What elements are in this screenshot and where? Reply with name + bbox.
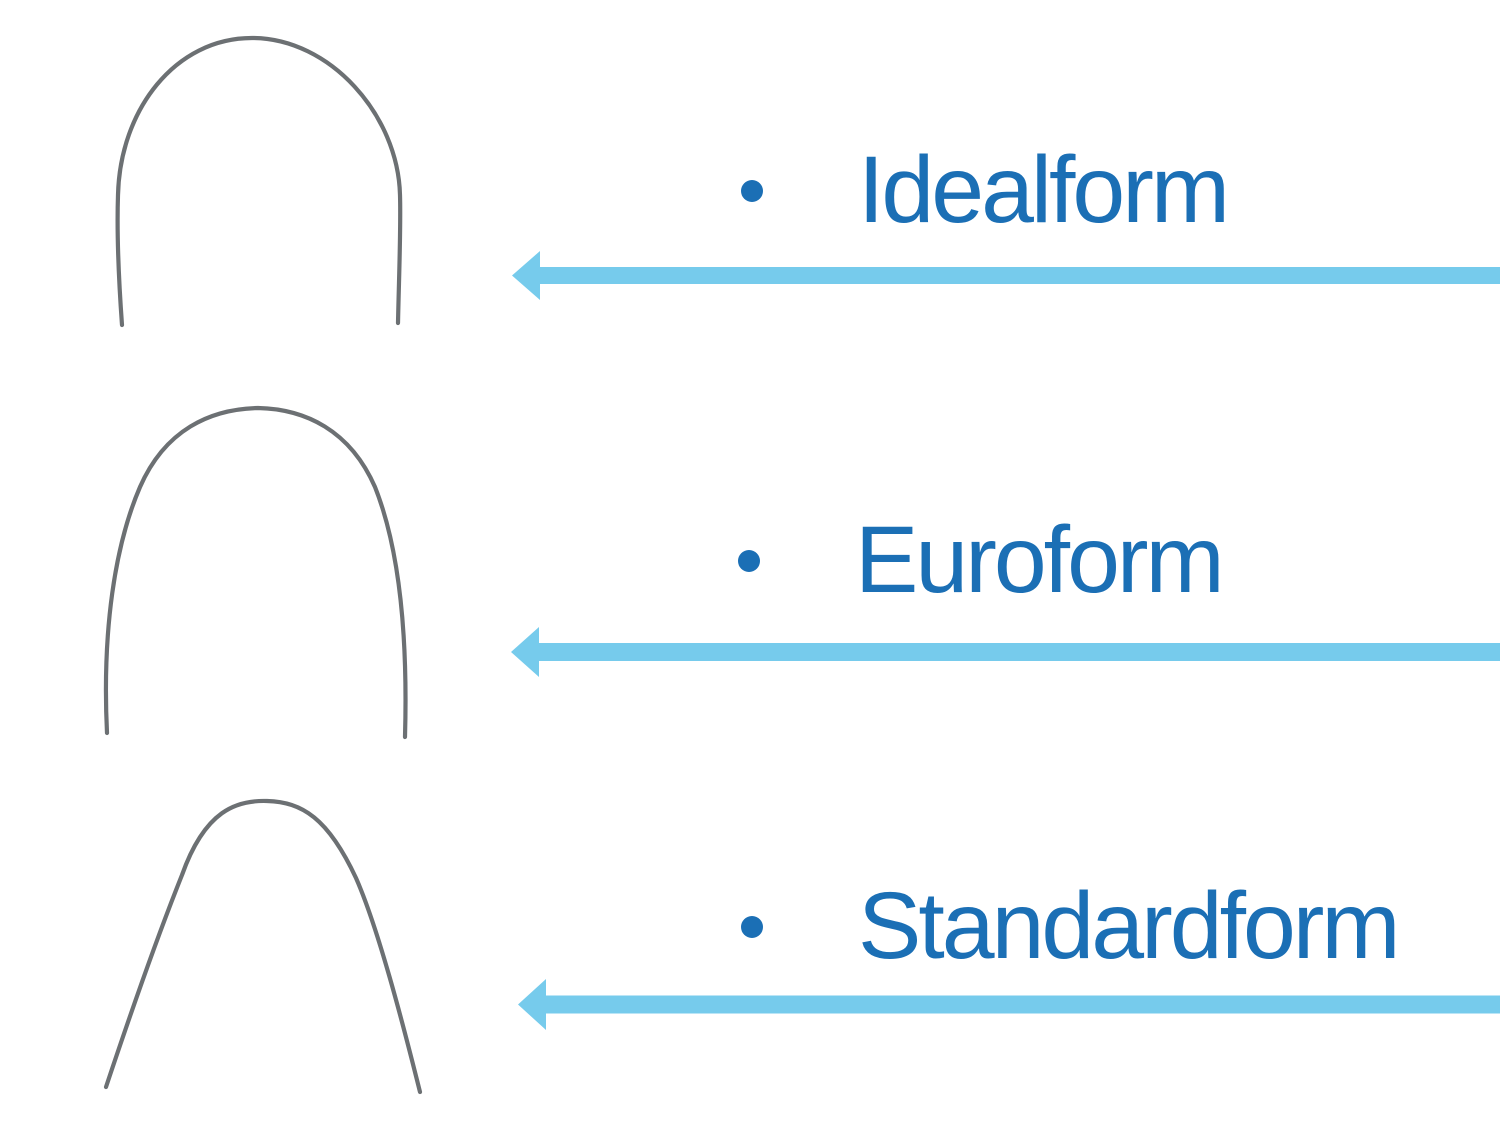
left-arrow-shape	[512, 251, 1500, 300]
left-arrow-euroform-icon	[511, 627, 1500, 677]
left-arrow-idealform-icon	[512, 251, 1500, 300]
bullet-icon	[741, 916, 763, 938]
label-row-euroform: Euroform	[738, 506, 1225, 616]
label-standardform: Standardform	[858, 873, 1401, 980]
label-row-standardform: Standardform	[741, 872, 1401, 982]
archwire-euroform-image	[95, 395, 415, 745]
label-euroform: Euroform	[855, 507, 1225, 614]
left-arrow-shape	[511, 627, 1500, 677]
archwire-idealform-outline	[115, 35, 403, 328]
bullet-icon	[738, 550, 760, 572]
label-row-idealform: Idealform	[741, 136, 1230, 246]
label-idealform: Idealform	[858, 137, 1230, 244]
archwire-euroform-outline	[103, 405, 408, 740]
archwire-idealform-image	[100, 25, 420, 335]
left-arrow-standardform-icon	[518, 979, 1500, 1030]
bullet-icon	[741, 180, 763, 202]
archwire-standardform-outline	[103, 798, 423, 1095]
archwire-standardform-image	[95, 790, 435, 1105]
left-arrow-shape	[518, 979, 1500, 1030]
